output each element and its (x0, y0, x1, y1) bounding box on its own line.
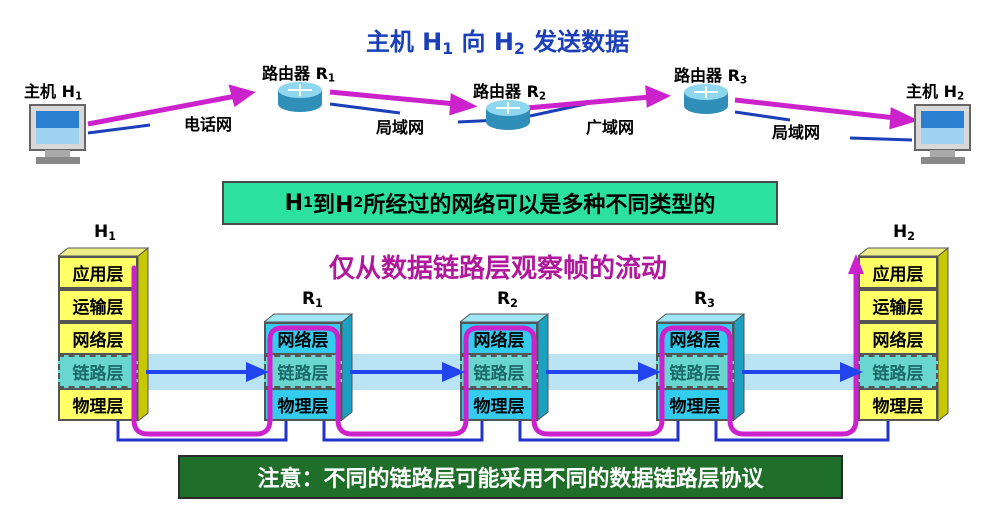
flow-arrow-head (449, 93, 478, 116)
layer-link: 链路层 (264, 355, 342, 388)
stack-side-face (734, 314, 745, 421)
note-box: 注意：不同的链路层可能采用不同的数据链路层协议 (178, 455, 843, 499)
physical-link (116, 421, 288, 442)
network-topology-diagram (29, 82, 971, 164)
layer-link: 链路层 (460, 355, 538, 388)
layer-physical: 物理层 (656, 388, 734, 421)
stack-side-face (138, 248, 149, 422)
layer-transport: 运输层 (58, 289, 138, 322)
r1-stack-label: R1 (302, 289, 323, 310)
router-icon (684, 84, 728, 114)
flow-arrow (734, 97, 897, 121)
flow-arrow-head (889, 107, 919, 130)
observe-heading: 仅从数据链路层观察帧的流动 (328, 254, 667, 284)
layer-link: 链路层 (656, 355, 734, 388)
h2-stack-label: H2 (893, 222, 915, 243)
page-title: 主机 H1 向 H2 发送数据 (365, 28, 630, 58)
network-label: 局域网 (772, 123, 821, 142)
flow-arrow-head (228, 84, 256, 108)
network-label: 局域网 (376, 118, 425, 137)
host-h2-label: 主机 H2 (906, 82, 965, 103)
router-r1-label: 路由器 R1 (262, 64, 336, 85)
r2-stack-label: R2 (497, 289, 518, 310)
layer-application: 应用层 (58, 256, 138, 289)
stack-side-face (938, 248, 949, 422)
router-r3-label: 路由器 R3 (674, 66, 748, 87)
layer-network: 网络层 (656, 322, 734, 355)
layer-physical: 物理层 (460, 388, 538, 421)
physical-link (518, 421, 680, 442)
flow-arrow-head (645, 85, 672, 108)
router-icon (486, 100, 530, 130)
stack-side-face (342, 314, 353, 421)
layer-physical: 物理层 (858, 388, 938, 421)
router-r2-label: 路由器 R2 (473, 82, 547, 103)
network-label: 广域网 (586, 118, 635, 137)
layer-network: 网络层 (460, 322, 538, 355)
router-icon (278, 82, 322, 112)
flow-arrow (87, 93, 237, 127)
r3-stack-label: R3 (694, 289, 715, 310)
physical-link (322, 421, 484, 442)
layer-network: 网络层 (858, 322, 938, 355)
computer-icon (29, 104, 86, 164)
layer-application: 应用层 (858, 256, 938, 289)
physical-link (714, 421, 890, 442)
layer-link: 链路层 (58, 355, 138, 388)
layer-network: 网络层 (58, 322, 138, 355)
network-label: 电话网 (184, 115, 233, 134)
stack-side-face (538, 314, 549, 421)
link-line (87, 123, 151, 135)
flow-arrow (526, 94, 651, 111)
host-h1-label: 主机 H1 (24, 82, 83, 103)
link-line (734, 110, 791, 122)
link-line (329, 102, 401, 115)
layer-physical: 物理层 (58, 388, 138, 421)
layer-transport: 运输层 (858, 289, 938, 322)
flow-arrow (329, 89, 457, 107)
h1-stack-label: H1 (94, 222, 116, 243)
layer-network: 网络层 (264, 322, 342, 355)
link-line (849, 136, 913, 142)
layer-link: 链路层 (858, 355, 938, 388)
computer-icon (914, 104, 971, 164)
layer-physical: 物理层 (264, 388, 342, 421)
